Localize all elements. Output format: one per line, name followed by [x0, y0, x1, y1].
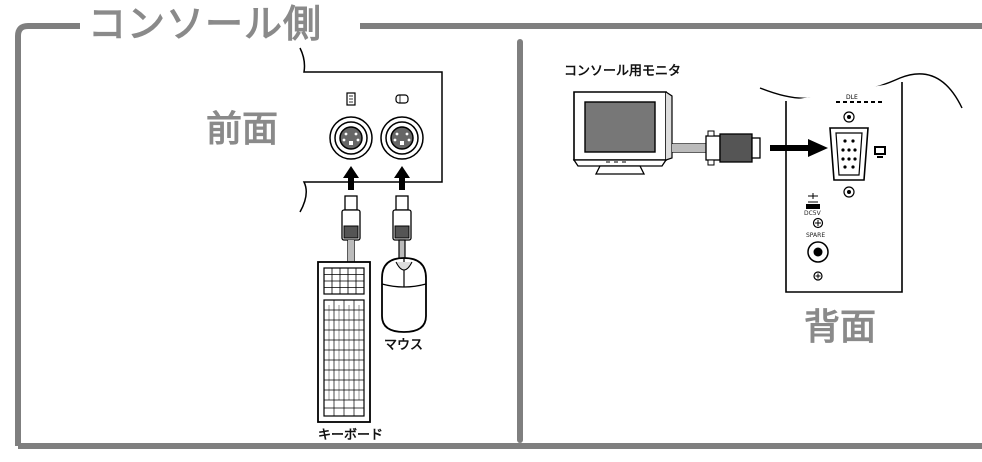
- monitor-cable: [672, 130, 761, 166]
- front-panel: [299, 47, 443, 423]
- dc-input-icon: [806, 193, 820, 209]
- svg-text:DLE: DLE: [846, 94, 858, 101]
- monitor-label: コンソール用モニタ: [564, 64, 682, 79]
- spare-jack: [807, 241, 829, 263]
- keyboard-label: キーボード: [318, 428, 384, 443]
- mouse-illustration: [381, 257, 427, 333]
- screw-icon: [812, 217, 824, 229]
- mouse-up-arrow: [394, 166, 410, 190]
- keyboard-port-icon: [346, 92, 356, 106]
- back-panel: DLE: [572, 73, 963, 293]
- mouse-label: マウス: [384, 338, 424, 353]
- keyboard-ps2-port: [329, 116, 373, 160]
- outer-frame: [15, 23, 982, 449]
- keyboard-plug: [341, 195, 361, 262]
- spare-label: SPARE: [806, 232, 826, 239]
- monitor-illustration: [572, 91, 673, 175]
- dc-label: DC5V: [804, 210, 821, 217]
- front-label: 前面: [206, 109, 279, 150]
- screw-icon: [813, 271, 823, 281]
- mouse-ps2-port: [380, 116, 424, 160]
- keyboard-up-arrow: [343, 166, 359, 190]
- page-title: コンソール側: [80, 2, 331, 46]
- back-label: 背面: [804, 307, 877, 348]
- vga-right-arrow: [770, 139, 828, 157]
- mouse-port-icon: [395, 94, 409, 104]
- mouse-plug: [392, 195, 412, 261]
- vga-port: [829, 111, 869, 198]
- keyboard-illustration: [317, 261, 371, 423]
- monitor-port-icon: [874, 146, 886, 158]
